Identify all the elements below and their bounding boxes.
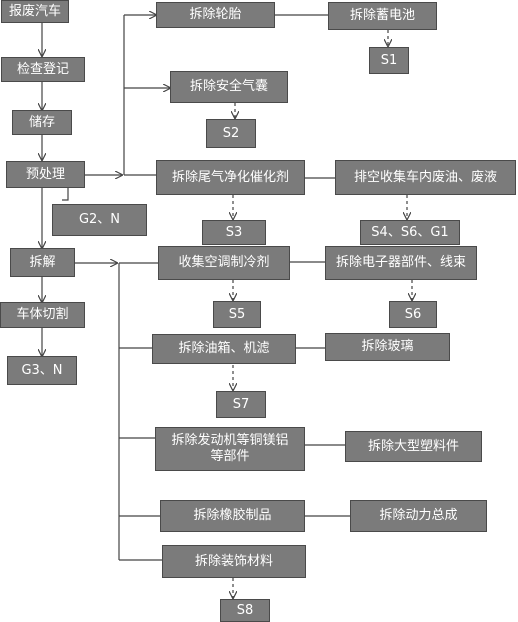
node-body-cutting: 车体切割: [0, 302, 85, 328]
node-s7: S7: [216, 391, 266, 418]
node-pretreatment: 预处理: [6, 161, 85, 188]
node-dismantle: 拆解: [10, 248, 75, 277]
node-s4s6g1: S4、S6、G1: [360, 220, 460, 245]
node-inspect-register: 检查登记: [1, 57, 85, 82]
node-remove-battery: 拆除蓄电池: [328, 2, 437, 30]
node-scrap-car: 报废汽车: [1, 0, 69, 23]
node-remove-airbag: 拆除安全气囊: [170, 71, 288, 103]
node-g2n: G2、N: [52, 204, 147, 236]
node-collect-refrigerant: 收集空调制冷剂: [158, 246, 290, 280]
node-remove-rubber: 拆除橡胶制品: [160, 500, 305, 532]
node-storage: 储存: [12, 110, 72, 135]
node-remove-tank-filter: 拆除油箱、机滤: [152, 334, 296, 364]
node-remove-decor: 拆除装饰材料: [162, 545, 306, 578]
node-s6: S6: [389, 301, 437, 328]
node-remove-tires: 拆除轮胎: [156, 2, 275, 28]
node-g3n: G3、N: [7, 356, 77, 385]
node-remove-electronics: 拆除电子器部件、线束: [325, 246, 477, 280]
edge-pretreat-to-g2n: [62, 188, 69, 201]
node-remove-glass: 拆除玻璃: [325, 333, 450, 361]
node-remove-catalyst: 拆除尾气净化催化剂: [156, 160, 305, 195]
node-s3: S3: [202, 220, 266, 245]
node-s1: S1: [369, 47, 409, 74]
node-remove-plastics: 拆除大型塑料件: [345, 431, 482, 462]
node-s2: S2: [206, 119, 256, 148]
node-remove-powertrain: 拆除动力总成: [350, 500, 487, 532]
node-remove-engine-metals: 拆除发动机等铜镁铝 等部件: [155, 427, 305, 471]
node-s5: S5: [213, 301, 261, 328]
node-drain-fluids: 排空收集车内废油、废液: [335, 160, 516, 195]
node-s8: S8: [220, 599, 270, 622]
